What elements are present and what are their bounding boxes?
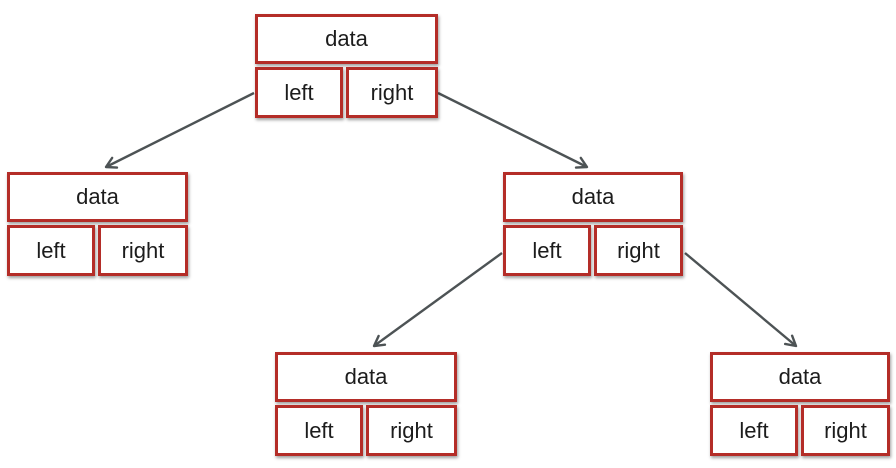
node-right-pointer-cell: right [801, 405, 890, 456]
node-left-pointer-cell: left [503, 225, 591, 276]
node-pointer-row: left right [503, 225, 683, 276]
edge-root-right-to-right-child [437, 91, 589, 169]
node-right-pointer-cell: right [366, 405, 457, 456]
node-left-pointer-cell: left [710, 405, 798, 456]
node-right-pointer-cell: right [98, 225, 188, 276]
tree-node-right-right-grandchild: data left right [710, 352, 890, 456]
node-pointer-row: left right [275, 405, 457, 456]
edge-right-child-left-to-grandchild [372, 252, 503, 348]
node-data-cell: data [275, 352, 457, 402]
node-right-pointer-cell: right [346, 67, 438, 118]
edge-right-child-right-to-grandchild [684, 252, 798, 348]
node-data-cell: data [7, 172, 188, 222]
tree-node-right-left-grandchild: data left right [275, 352, 457, 456]
tree-node-left-child: data left right [7, 172, 188, 276]
node-data-cell: data [255, 14, 438, 64]
tree-node-right-child: data left right [503, 172, 683, 276]
node-pointer-row: left right [255, 67, 438, 118]
node-right-pointer-cell: right [594, 225, 683, 276]
node-data-cell: data [710, 352, 890, 402]
node-left-pointer-cell: left [7, 225, 95, 276]
node-data-cell: data [503, 172, 683, 222]
tree-node-root: data left right [255, 14, 438, 118]
edge-root-left-to-left-child [104, 91, 255, 169]
node-left-pointer-cell: left [275, 405, 363, 456]
node-pointer-row: left right [7, 225, 188, 276]
node-left-pointer-cell: left [255, 67, 343, 118]
node-pointer-row: left right [710, 405, 890, 456]
